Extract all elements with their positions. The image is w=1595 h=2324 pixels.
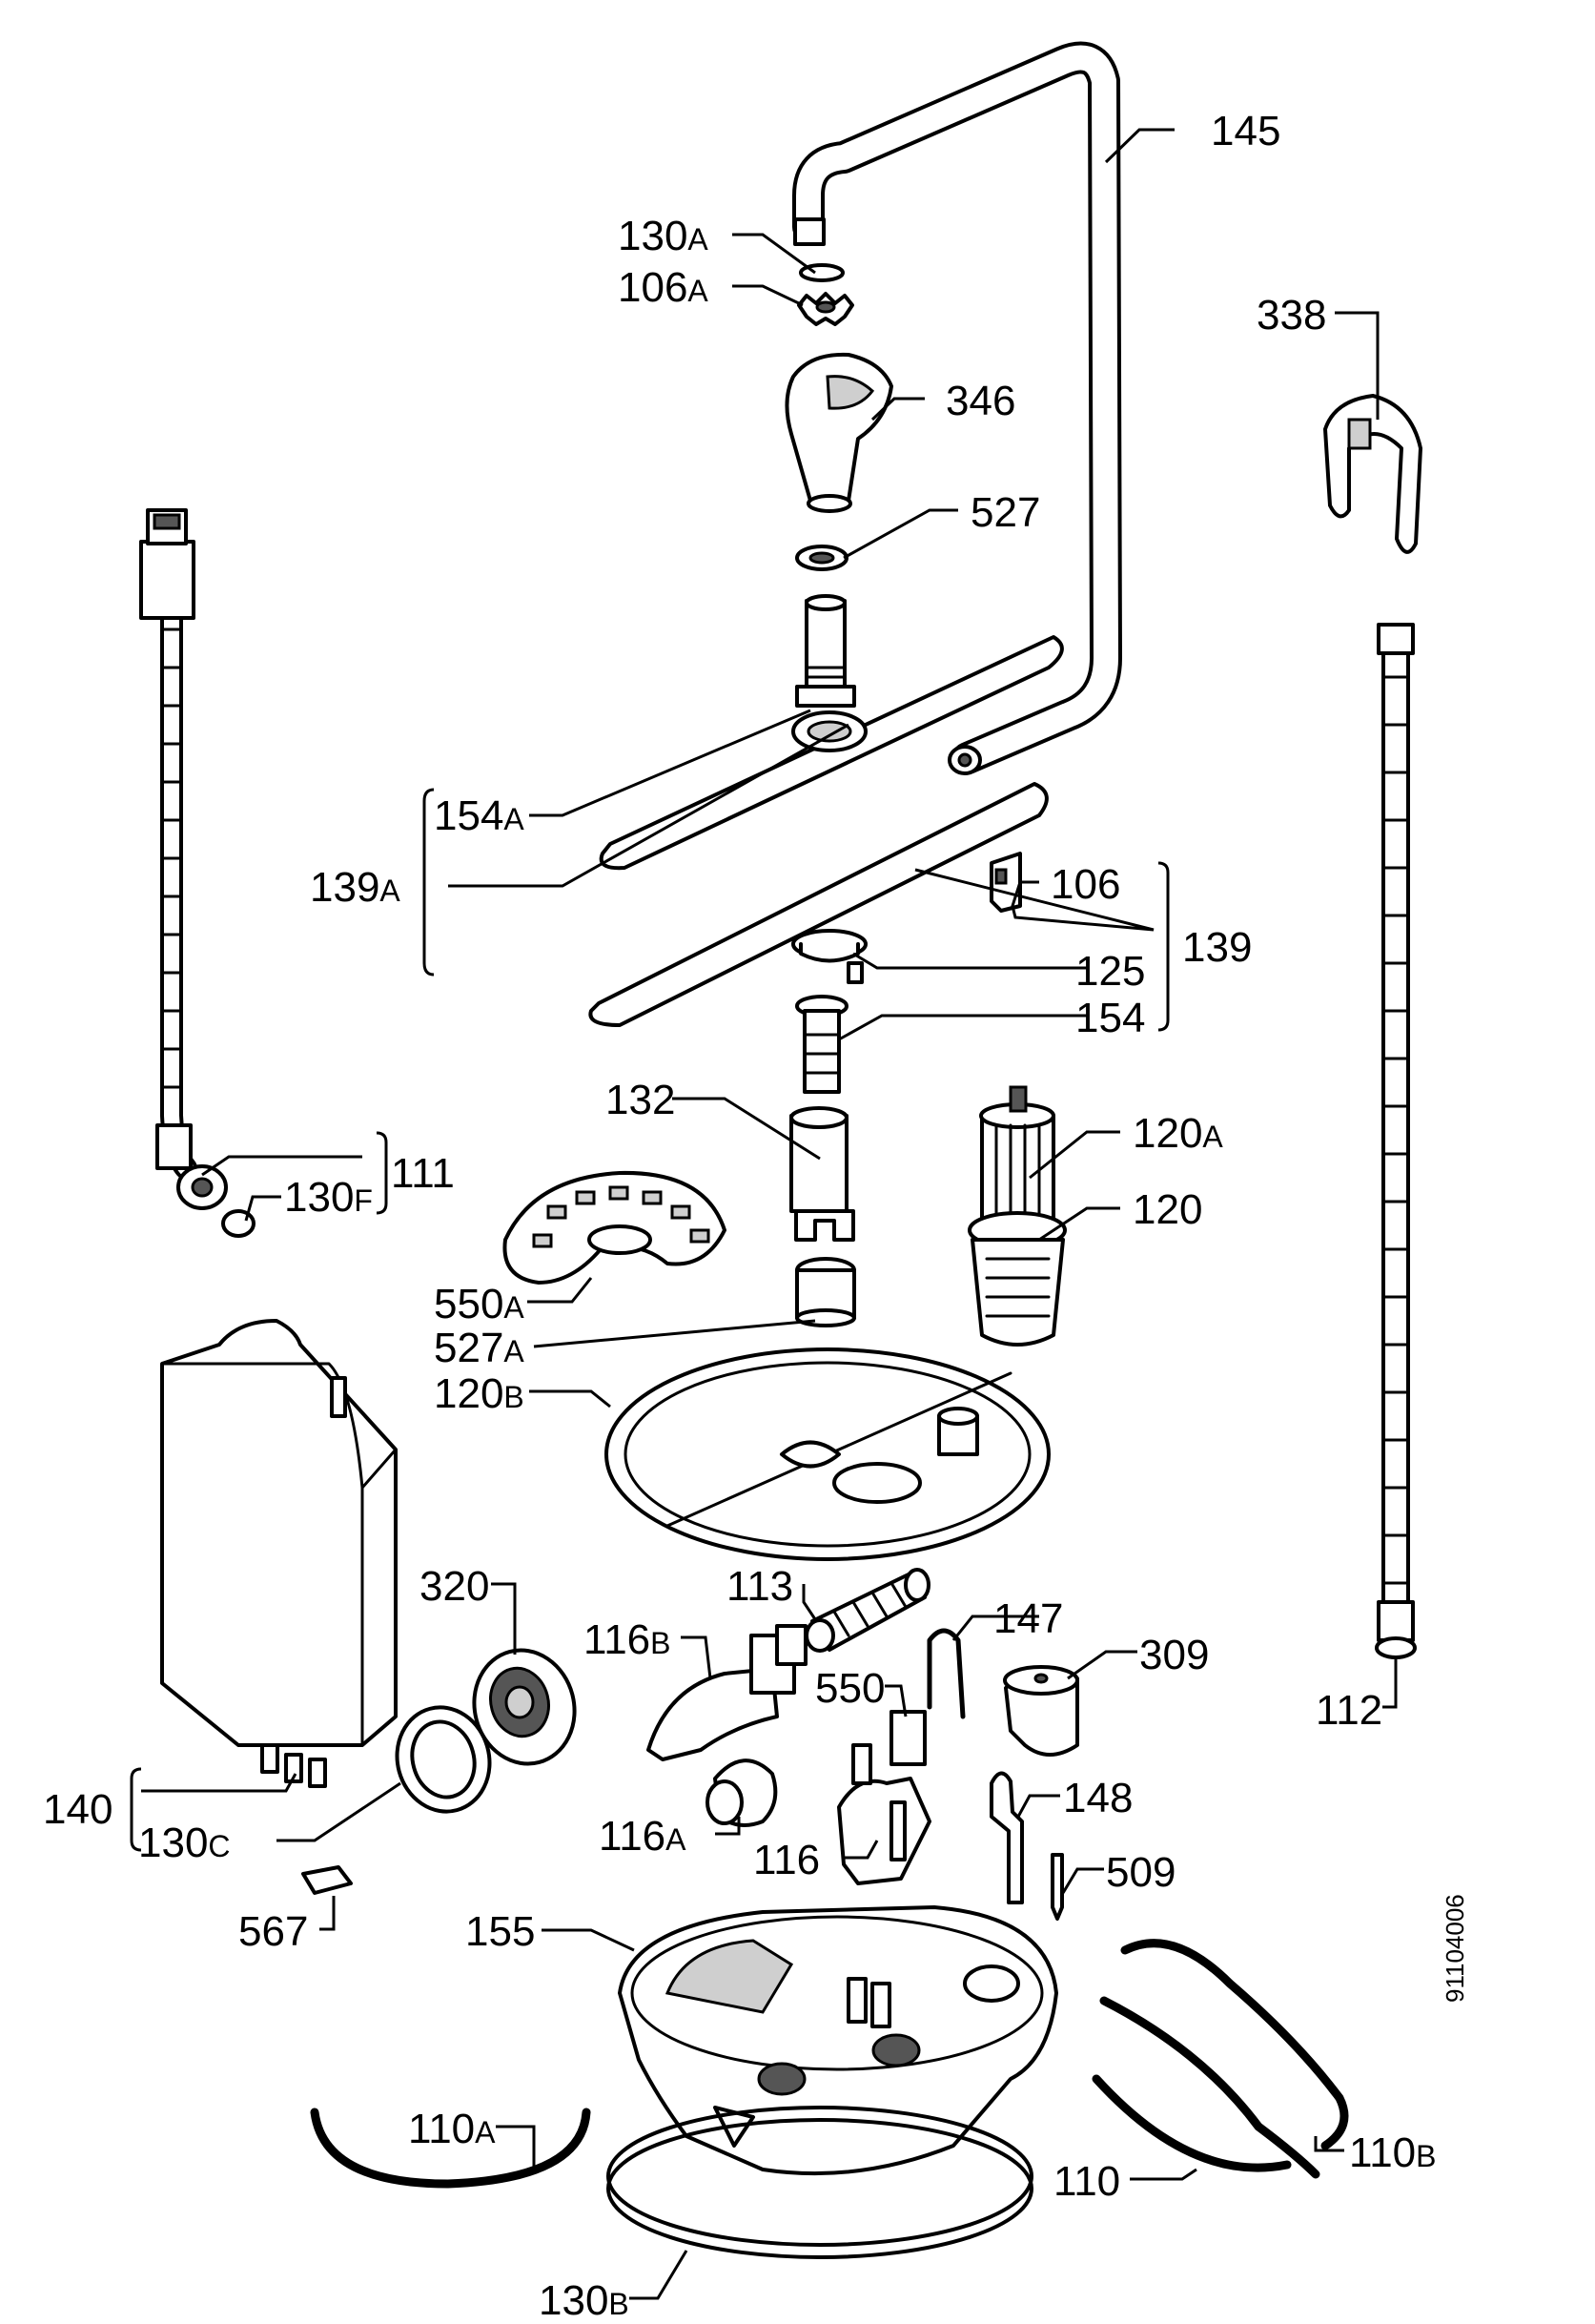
label-110: 110 [1053, 2158, 1120, 2205]
part-527a-collar [795, 1257, 856, 1327]
part-346-nozzle [785, 352, 893, 513]
label-338: 338 [1257, 292, 1326, 339]
part-155-sump [618, 1905, 1058, 2176]
label-309: 309 [1139, 1632, 1209, 1678]
label-320: 320 [419, 1563, 489, 1610]
part-550-block [890, 1710, 927, 1766]
label-125: 125 [1075, 948, 1145, 995]
label-154a: 154A [434, 792, 524, 839]
part-309-cap [1003, 1665, 1079, 1757]
label-120b: 120B [434, 1370, 524, 1417]
part-145-supply-pipe [792, 41, 1122, 775]
part-110a-hose [310, 2108, 591, 2189]
part-120b-filter-plate [604, 1347, 1051, 1561]
part-106-clip [990, 852, 1022, 913]
part-132-tube [789, 1106, 855, 1242]
label-140: 140 [43, 1786, 112, 1833]
label-130f: 130F [284, 1174, 373, 1221]
label-116: 116 [753, 1837, 820, 1883]
part-120-coarse-filter [968, 1211, 1067, 1347]
part-labels: 145 130A 106A 338 346 527 154A 139A 106 … [43, 108, 1469, 2324]
label-111: 111 [391, 1150, 455, 1197]
label-116b: 116B [583, 1616, 671, 1663]
label-139a: 139A [310, 864, 400, 911]
label-110a: 110A [408, 2106, 496, 2152]
part-125-bayonet [791, 929, 868, 984]
part-509-pin [1051, 1853, 1064, 1921]
part-120a-fine-filter [979, 1085, 1055, 1223]
part-116b-housing [646, 1624, 808, 1761]
part-116a-cup [705, 1758, 778, 1827]
label-509: 509 [1106, 1849, 1176, 1896]
part-550a-strainer-plate [502, 1170, 726, 1285]
label-120a: 120A [1133, 1110, 1223, 1157]
label-155: 155 [465, 1908, 535, 1955]
label-550a: 550A [434, 1281, 524, 1327]
label-145: 145 [1211, 108, 1280, 154]
part-140-softener [160, 1319, 398, 1788]
part-110-hose [1092, 1996, 1320, 2179]
part-147-u-clip [927, 1628, 966, 1719]
part-148-hook [990, 1771, 1024, 1904]
label-110b: 110B [1349, 2129, 1437, 2176]
label-139: 139 [1182, 924, 1252, 971]
part-154-connector [795, 995, 849, 1094]
label-527a: 527A [434, 1325, 524, 1371]
drawing-number: 91104006 [1441, 1894, 1469, 2003]
part-139a-upper-spray-arm [599, 635, 1064, 871]
leader-lines [130, 128, 1398, 2300]
label-527: 527 [971, 489, 1040, 536]
part-111-inlet-hose [139, 508, 228, 1210]
part-130c-ring [395, 1705, 492, 1814]
label-147: 147 [993, 1595, 1063, 1642]
label-130b: 130B [539, 2277, 629, 2324]
part-110b-hose [1120, 1939, 1349, 2150]
part-113-pipe [805, 1568, 930, 1653]
label-148: 148 [1063, 1775, 1133, 1821]
label-130a: 130A [618, 213, 708, 259]
part-106a-nut [797, 292, 854, 326]
part-527-ring [795, 545, 849, 571]
part-154a-hub [795, 594, 856, 708]
label-112: 112 [1316, 1687, 1382, 1734]
label-132: 132 [605, 1077, 675, 1123]
label-106a: 106A [618, 264, 708, 311]
label-154: 154 [1075, 995, 1145, 1041]
part-338-holder [1323, 394, 1422, 554]
part-130b-seal [606, 2106, 1033, 2259]
part-139-lower-spray-arm [588, 782, 1049, 1027]
part-112-drain-hose [1375, 623, 1417, 1659]
label-113: 113 [726, 1563, 793, 1610]
label-346: 346 [946, 378, 1015, 424]
label-106: 106 [1051, 861, 1120, 908]
label-120: 120 [1133, 1186, 1202, 1233]
part-567-clip [301, 1865, 353, 1895]
label-116a: 116A [599, 1813, 686, 1860]
part-320-cap [472, 1648, 577, 1766]
label-567: 567 [238, 1908, 308, 1955]
label-550: 550 [815, 1665, 885, 1712]
label-130c: 130C [138, 1820, 231, 1866]
